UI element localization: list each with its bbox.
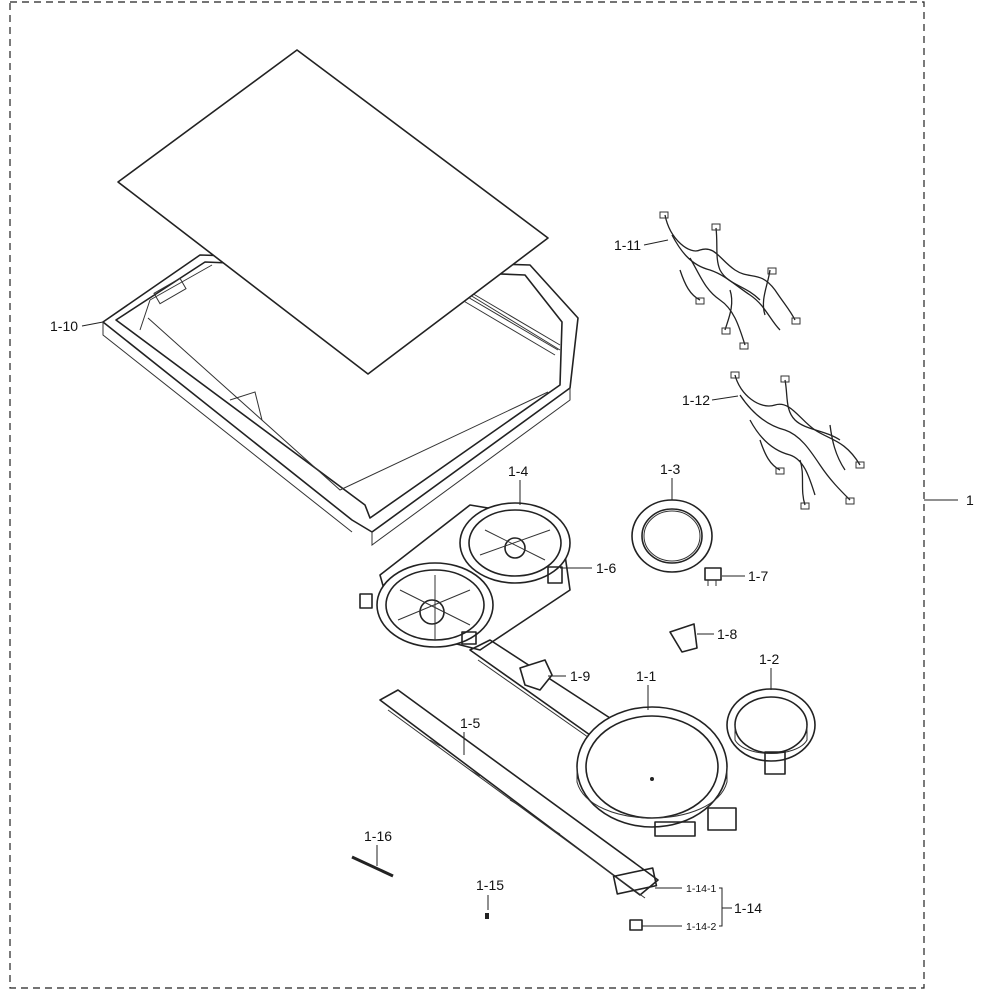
part-screw-1-15 [485,913,489,919]
label-1-16: 1-16 [364,828,392,844]
label-1-7: 1-7 [748,568,768,584]
part-dual-burner-bracket-1-4 [359,502,571,651]
label-1-11: 1-11 [614,237,641,253]
label-1-12: 1-12 [682,392,710,408]
leader-1-10 [81,321,104,327]
part-small-burner-1-2 [726,688,816,775]
part-glass-top [117,49,549,375]
part-wire-harness-1-11 [659,211,801,350]
bracket-1-14-group [719,887,732,927]
label-1-14-1: 1-14-1 [686,883,717,895]
label-1-14: 1-14 [734,900,762,916]
part-wire-harness-1-12 [730,371,865,510]
label-1-8: 1-8 [717,626,737,642]
part-clip-1-8 [669,623,698,653]
part-ring-element-1-3 [631,499,713,573]
label-1-15: 1-15 [476,877,504,893]
part-frame-1-10 [102,254,579,546]
label-1-1: 1-1 [636,668,656,684]
leader-1-12 [711,395,739,401]
label-1-9: 1-9 [570,668,590,684]
part-connecting-rail [469,639,611,743]
part-terminal-1-7 [704,567,722,586]
part-large-burner-1-1 [576,706,737,837]
assembly-boundary [9,1,925,989]
leader-1-11 [643,239,669,246]
label-1-5: 1-5 [460,715,480,731]
label-1-3: 1-3 [660,461,680,477]
part-rod-1-16 [351,855,394,878]
label-1-2: 1-2 [759,651,779,667]
label-1-10: 1-10 [50,318,78,334]
label-1: 1 [966,492,974,508]
label-1-6: 1-6 [596,560,616,576]
part-bracket-1-14-2 [629,919,643,931]
label-1-4: 1-4 [508,463,528,479]
label-1-14-2: 1-14-2 [686,921,717,933]
part-long-bracket-1-5 [379,689,659,899]
